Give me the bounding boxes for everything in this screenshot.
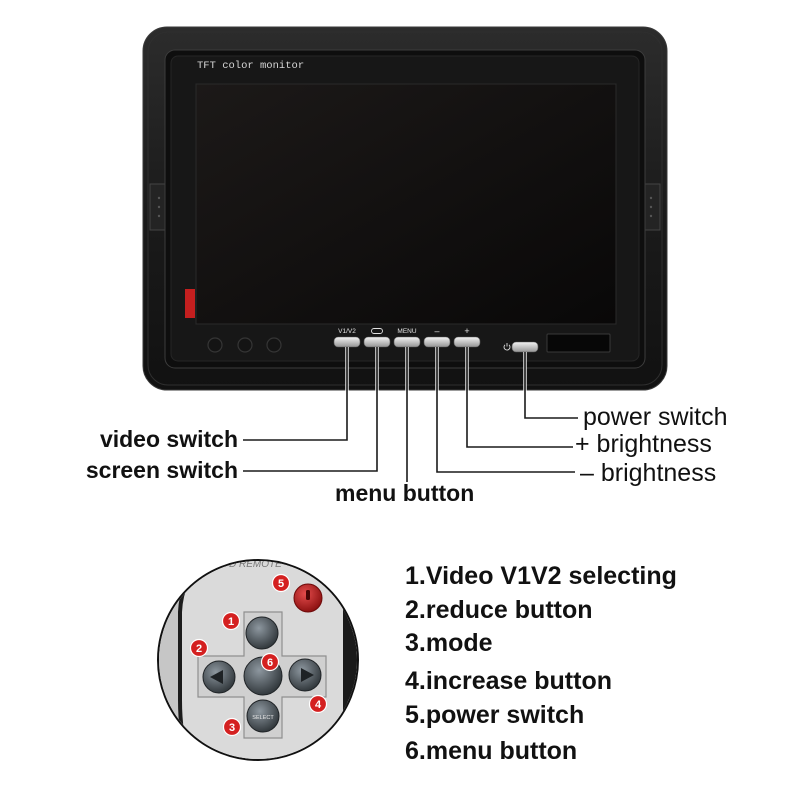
video-switch-button [333,336,361,348]
marker-4-number: 4 [315,699,322,711]
marker-4: 4 [308,694,328,714]
menu-button-callout: menu button [335,480,474,506]
video-switch-button-label: V1/V2 [338,328,356,335]
marker-2: 2 [189,638,209,658]
screen-switch-callout: screen switch [86,457,238,483]
ir-receiver-window [546,333,611,353]
power-button [511,341,539,353]
brand-label: TFT color monitor [197,60,304,72]
marker-3-number: 3 [229,722,235,734]
monitor: TFT color monitor V1/V2 MENU – + [142,26,668,391]
menu-button-label: MENU [397,328,416,335]
side-bracket-right [641,183,661,231]
minus-brightness-leader [436,347,575,473]
remote-up-button [245,616,279,650]
legend-item-6: 6.menu button [405,737,577,765]
remote-down-button [246,699,280,733]
monitor-frame-bevel [147,31,663,386]
red-tab [185,289,195,318]
screen-icon [371,328,383,334]
marker-3: 3 [222,717,242,737]
remote-select-label: SELECT [252,715,274,721]
minus-button-label: – [434,326,439,336]
legend-item-4: 4.increase button [405,667,612,695]
marker-6: 6 [260,652,280,672]
video-switch-leader [243,347,348,441]
video-switch-callout: video switch [100,426,238,452]
marker-5-number: 5 [278,578,284,590]
sensor-hole-2 [237,337,253,353]
screen-switch-leader [243,347,378,472]
arrow-left-icon [210,670,223,684]
marker-2-number: 2 [196,643,202,655]
plus-brightness-callout: + brightness [575,430,712,458]
legend-list: 1.Video V1V2 selecting 2.reduce button 3… [405,562,677,765]
remote-header-text: D REMOTE [229,559,282,570]
brightness-minus-button [423,336,451,348]
screen-switch-button [363,336,391,348]
power-icon [503,343,511,351]
sensor-hole-1 [207,337,223,353]
sensor-hole-3 [266,337,282,353]
minus-brightness-callout: – brightness [580,459,716,487]
legend-item-3: 3.mode [405,629,493,657]
plus-button-label: + [464,326,469,336]
marker-1-number: 1 [228,616,234,628]
marker-1: 1 [221,611,241,631]
remote-power-button [293,583,323,613]
menu-button [393,336,421,348]
marker-6-number: 6 [267,657,273,669]
brightness-plus-button [453,336,481,348]
arrow-right-icon [301,668,314,682]
legend-item-5: 5.power switch [405,701,584,729]
power-switch-leader [524,352,578,419]
marker-5: 5 [271,573,291,593]
leader-lines [243,347,578,482]
screen [195,83,617,325]
legend-item-2: 2.reduce button [405,596,593,624]
power-switch-callout: power switch [583,403,728,431]
legend-item-1: 1.Video V1V2 selecting [405,562,677,590]
plus-brightness-leader [466,347,573,448]
remote-side-edge [343,561,357,759]
remote-closeup: D REMOTE SELECT 5 1 [157,559,359,761]
